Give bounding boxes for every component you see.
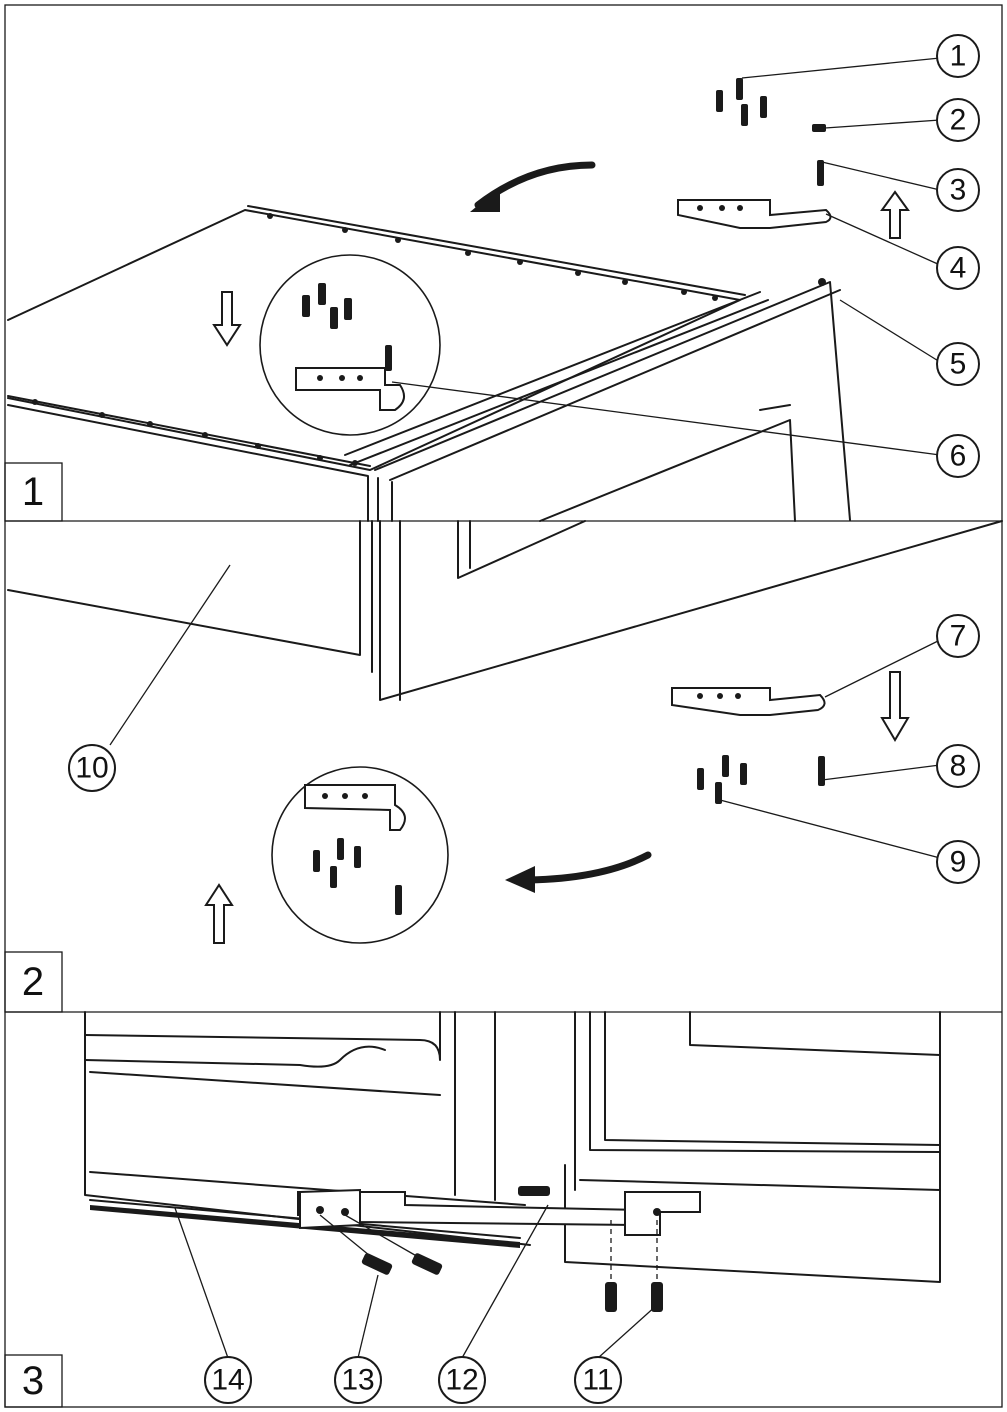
- callout-6-label: 6: [950, 440, 967, 473]
- callout-13-label: 13: [341, 1364, 374, 1397]
- callout-7: 7: [936, 614, 980, 658]
- callout-10: 10: [68, 744, 116, 792]
- callout-12-label: 12: [445, 1364, 478, 1397]
- callout-12: 12: [438, 1356, 486, 1404]
- callout-7-label: 7: [950, 620, 967, 653]
- step-label-1: 1: [22, 470, 44, 514]
- callout-8-label: 8: [950, 750, 967, 783]
- callout-9-label: 9: [950, 846, 967, 879]
- callout-14-label: 14: [211, 1364, 244, 1397]
- callout-3: 3: [936, 168, 980, 212]
- callout-1-label: 1: [950, 40, 967, 73]
- panel-2: [4, 520, 1003, 1013]
- panel-1: [4, 57, 941, 522]
- step-label-3: 3: [22, 1359, 44, 1403]
- callout-11-label: 11: [582, 1364, 613, 1397]
- callout-1: 1: [936, 34, 980, 78]
- callout-5: 5: [936, 342, 980, 386]
- panel-3: [4, 1011, 941, 1408]
- callout-2-label: 2: [950, 104, 967, 137]
- callout-4-label: 4: [950, 252, 967, 285]
- callout-9: 9: [936, 840, 980, 884]
- callout-13: 13: [334, 1356, 382, 1404]
- callout-4: 4: [936, 246, 980, 290]
- callout-10-label: 10: [75, 752, 108, 785]
- callout-5-label: 5: [950, 348, 967, 381]
- callout-11: 11: [574, 1356, 622, 1404]
- outer-frame: [4, 4, 1003, 1408]
- callout-8: 8: [936, 744, 980, 788]
- step-label-2: 2: [22, 960, 44, 1004]
- callout-14: 14: [204, 1356, 252, 1404]
- callout-2: 2: [936, 98, 980, 142]
- callout-6: 6: [936, 434, 980, 478]
- callout-3-label: 3: [950, 174, 967, 207]
